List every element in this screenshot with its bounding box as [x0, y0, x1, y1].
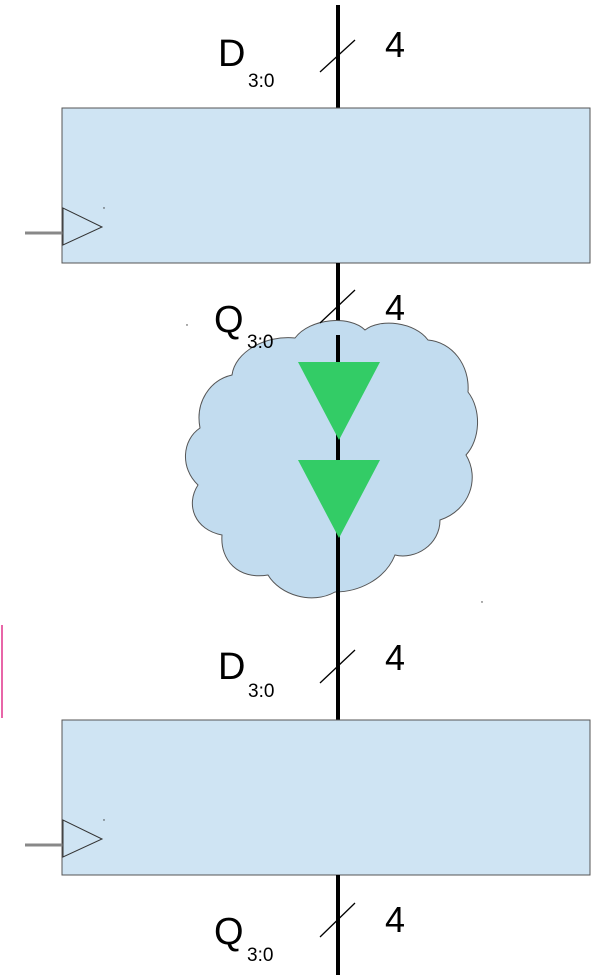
bus-width-label: 4 [385, 287, 405, 328]
d-label: D [218, 33, 245, 75]
speck [103, 819, 105, 821]
speck [481, 601, 483, 603]
q-label: Q [214, 911, 244, 953]
bus-width-label: 4 [385, 24, 405, 65]
bus-slash [319, 39, 356, 73]
buffer-icon [298, 460, 380, 538]
d-subscript: 3:0 [248, 681, 274, 702]
bus-slash [319, 289, 356, 324]
speck [103, 207, 105, 209]
speck [186, 324, 188, 326]
register-block [61, 719, 591, 876]
buffer-icon [298, 362, 380, 440]
clock-triangle-icon [62, 819, 104, 858]
q-label: Q [214, 299, 244, 341]
bus-slash [319, 649, 356, 684]
d-subscript: 3:0 [248, 71, 274, 92]
register-block [61, 107, 591, 264]
d-label: D [218, 646, 245, 688]
bus-width-label: 4 [385, 637, 405, 678]
q-subscript: 3:0 [247, 332, 273, 353]
bus-slash [319, 902, 356, 938]
q-subscript: 3:0 [247, 945, 273, 966]
bus-width-label: 4 [385, 899, 405, 940]
clock-triangle-icon [62, 207, 104, 246]
cloud-icon [185, 320, 479, 599]
